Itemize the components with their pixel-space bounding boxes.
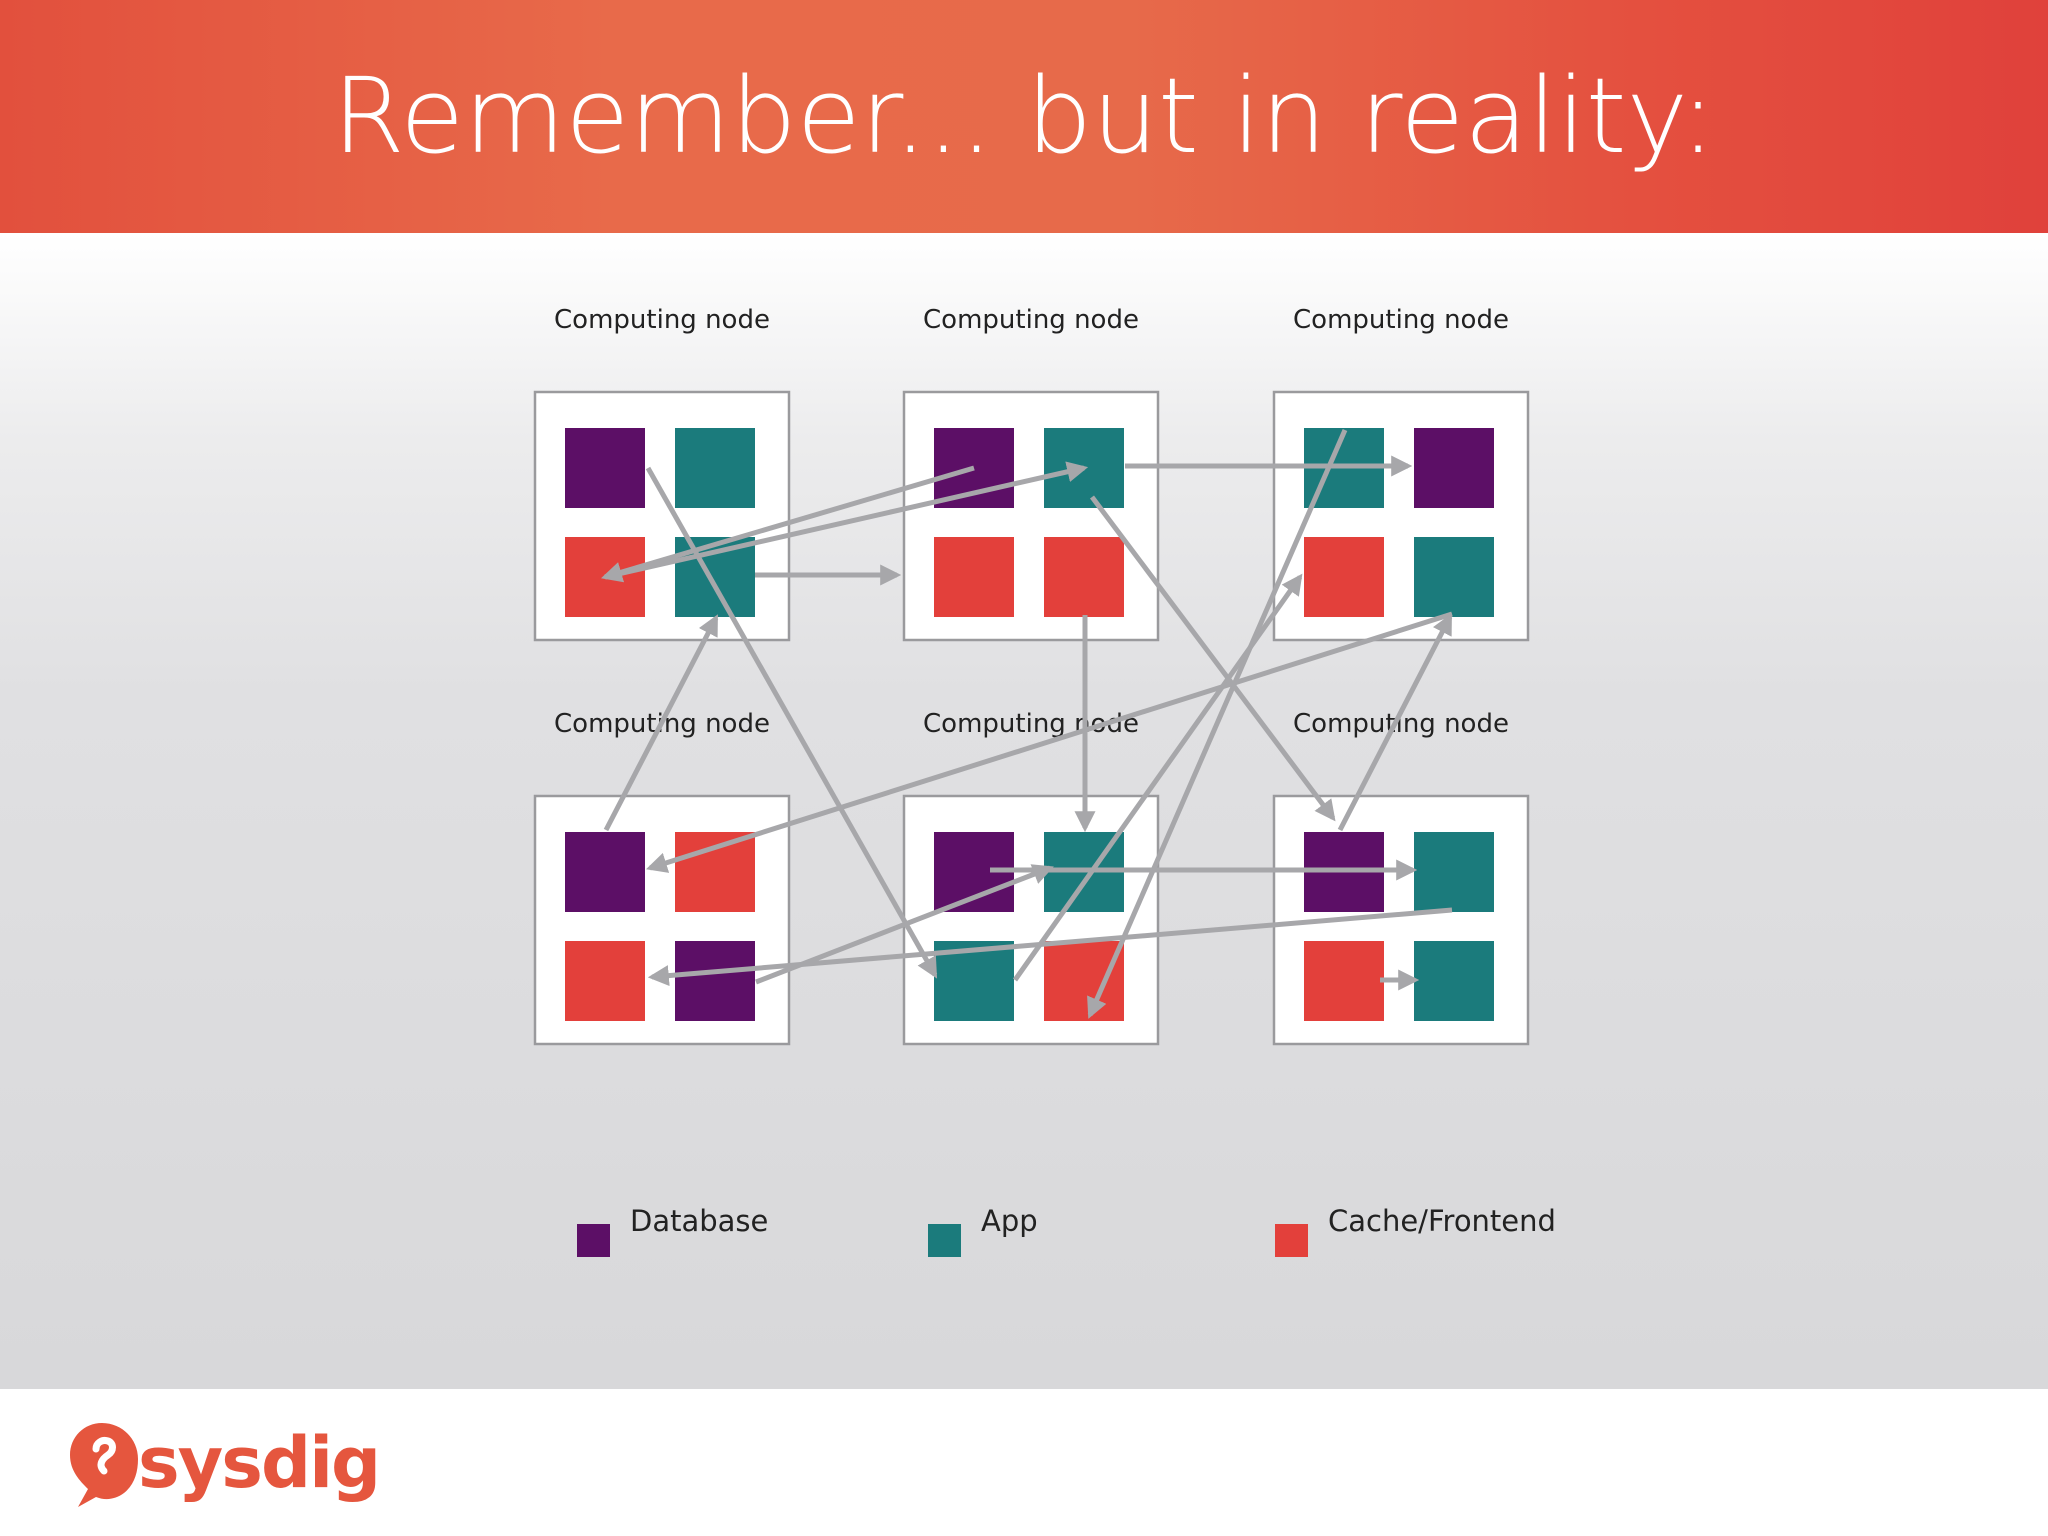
legend-label: App [981,1204,1038,1238]
node-label: Computing node [554,305,770,335]
cache-block [565,941,645,1021]
slide-title: Remember... but in reality: [332,55,1716,177]
arrow-cache-to-app [604,461,1089,580]
app-block [675,537,755,617]
arrow-app-to-db-left [647,907,1453,987]
cache-swatch [1275,1224,1308,1257]
arrow-db-to-cache [600,465,975,583]
cache-block [1044,941,1124,1021]
app-swatch [928,1224,961,1257]
sysdig-logo-icon [70,1423,138,1507]
database-block [565,428,645,508]
database-swatch [577,1224,610,1257]
computing-node: Computing node [902,305,1160,642]
cache-block [675,832,755,912]
app-block [1414,832,1494,912]
footer [0,1389,2048,1536]
legend-item: App [928,1204,1038,1257]
arrow-db-diag [645,466,938,979]
legend-item: Cache/Frontend [1275,1204,1556,1257]
cache-block [1304,537,1384,617]
computing-node: Computing node [1272,305,1530,642]
arrow-app-diag [1090,495,1336,822]
computing-node: Computing node [1272,709,1530,1046]
arrow-app-to-cache-up [1012,573,1303,982]
legend-label: Database [630,1204,768,1238]
arrow-cross-left [645,611,1453,873]
legend: Database App Cache/Frontend [577,1204,1556,1257]
computing-node: Computing node [533,709,791,1046]
app-block [1414,537,1494,617]
legend-label: Cache/Frontend [1328,1204,1556,1238]
title-banner [0,0,2048,233]
cache-block [1304,941,1384,1021]
arrow-db-up-right [1337,613,1453,832]
app-block [675,428,755,508]
computing-node: Computing node [533,305,791,642]
node-label: Computing node [923,305,1139,335]
node-label: Computing node [1293,305,1509,335]
logo-wordmark: sysdig [138,1422,381,1504]
legend-item: Database [577,1204,768,1257]
cache-block [934,537,1014,617]
database-block [675,941,755,1021]
arrow-db-up [603,614,719,832]
database-block [1414,428,1494,508]
database-block [565,832,645,912]
app-block [1414,941,1494,1021]
connection-arrows [600,429,1453,1019]
cache-block [1044,537,1124,617]
arrow-long-diag [1087,429,1348,1019]
